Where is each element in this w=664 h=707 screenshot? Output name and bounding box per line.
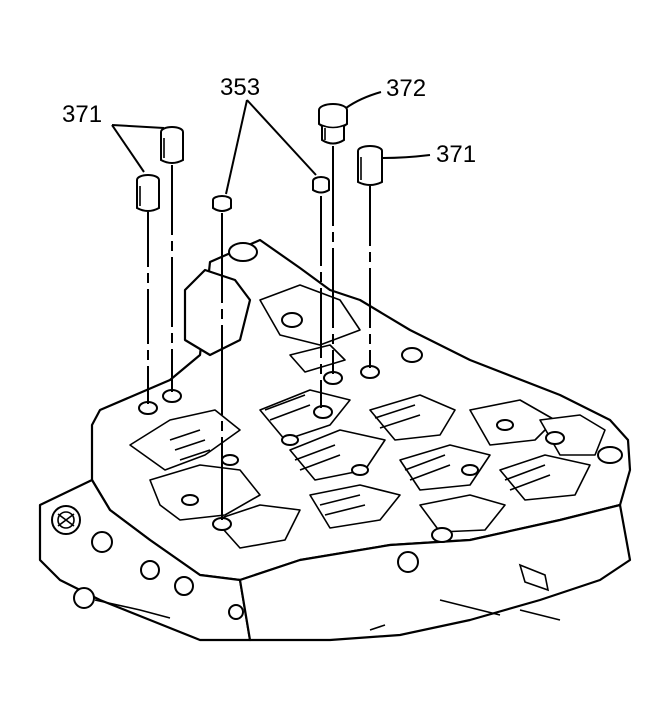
bolt-holes	[181, 242, 623, 543]
callout-372: 372	[386, 75, 426, 102]
callout-353: 353	[220, 74, 260, 101]
part-371-left-b	[160, 126, 184, 164]
part-372	[318, 103, 348, 145]
part-353-b	[312, 176, 330, 194]
part-371-left-a	[136, 174, 160, 212]
seat-holes	[138, 365, 380, 531]
part-371-right	[357, 145, 383, 186]
callout-371-left: 371	[62, 101, 102, 128]
front-face-details	[51, 505, 561, 631]
callout-371-right: 371	[436, 141, 476, 168]
leader-lines	[111, 91, 431, 195]
part-353-a	[212, 195, 232, 212]
center-lines	[147, 146, 371, 520]
